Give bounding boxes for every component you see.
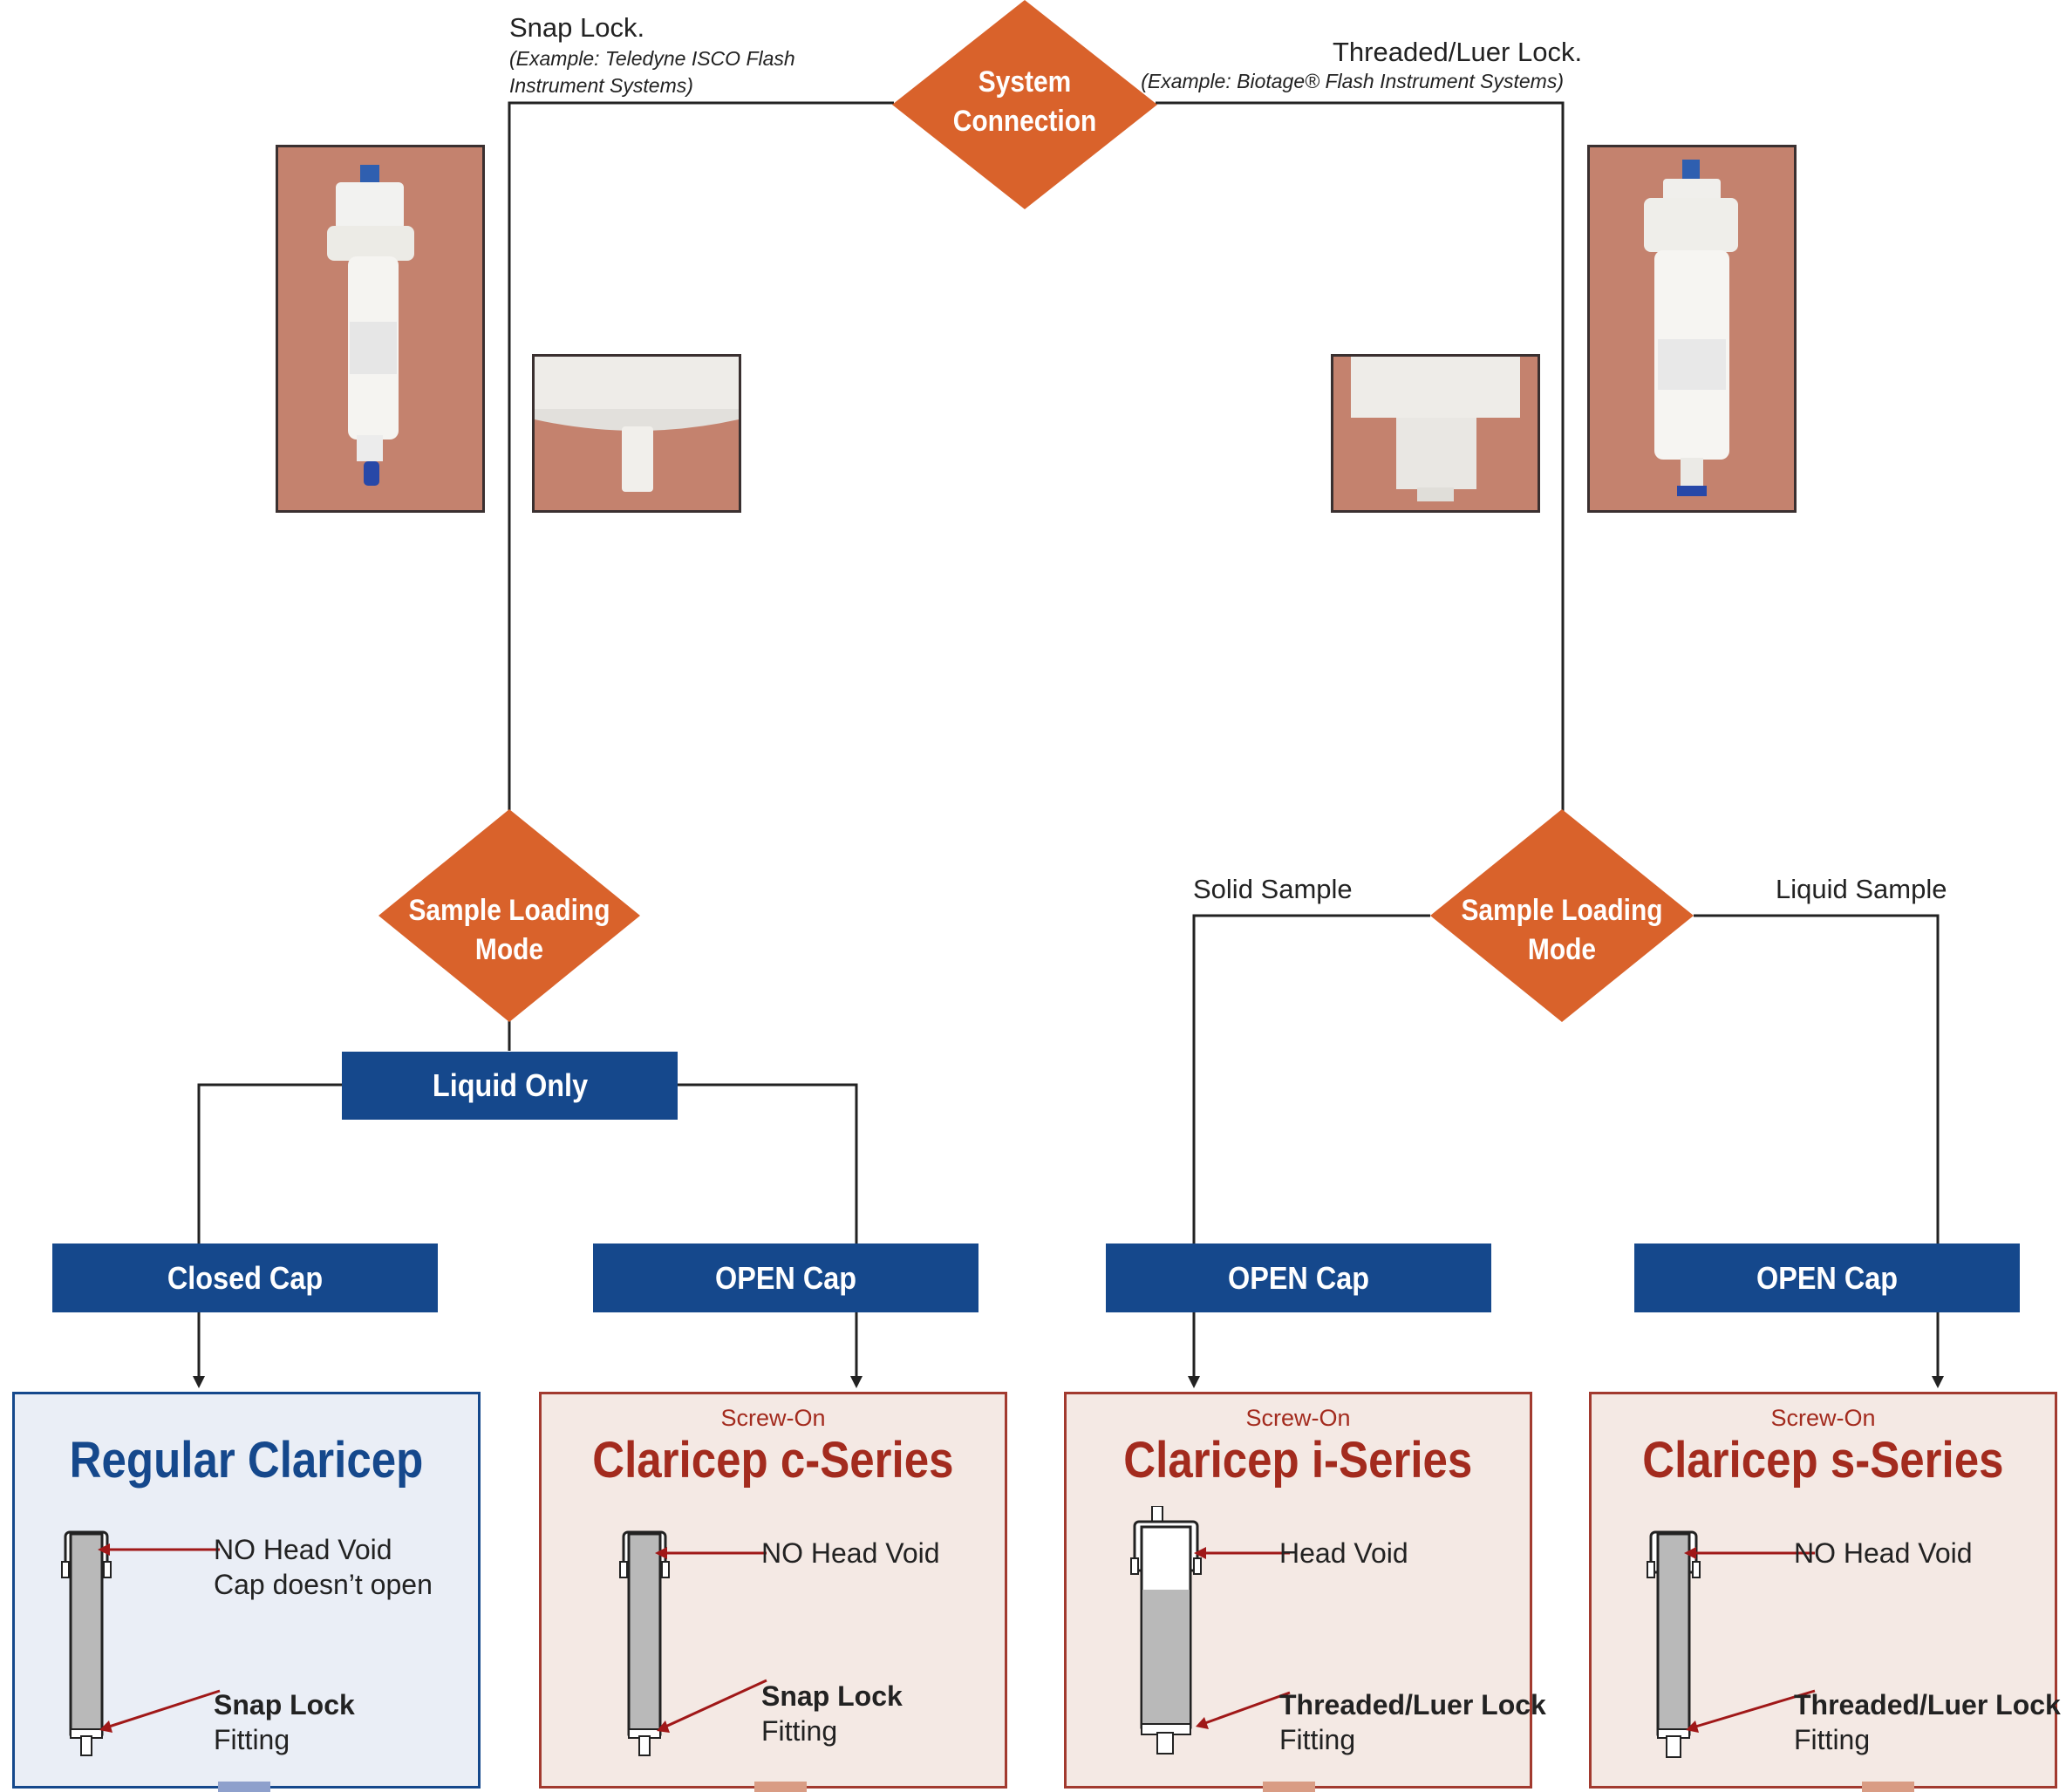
pointer-arrows	[655, 1547, 767, 1733]
liquid-only-box: Liquid Only	[342, 1052, 678, 1120]
head-void-note: NO Head Void	[761, 1537, 940, 1569]
card-title: Claricep i-Series	[1123, 1432, 1473, 1489]
cartridge-icon	[1130, 1506, 1202, 1755]
screw-on-label: Screw-On	[720, 1405, 826, 1431]
cap-label: OPEN Cap	[1756, 1259, 1899, 1296]
threaded-lock-example: (Example: Biotage® Flash Instrument Syst…	[1141, 70, 1564, 92]
card-claricep-i-series: Screw-On Claricep i-Series Head Void Thr…	[1064, 1392, 1546, 1789]
head-void-note: Head Void	[1279, 1537, 1408, 1569]
card-title: Regular Claricep	[69, 1432, 424, 1489]
card-claricep-s-series: Screw-On Claricep s-Series NO Head Void …	[1589, 1392, 2061, 1789]
open-cap-box-s: OPEN Cap	[1634, 1243, 2020, 1312]
card-tab	[754, 1782, 807, 1792]
card-claricep-c-series: Screw-On Claricep c-Series NO Head Void …	[539, 1392, 1007, 1789]
card-tab	[1862, 1782, 1914, 1792]
threaded-lock-label: Threaded/Luer Lock.	[1333, 37, 1583, 67]
card-tab	[1263, 1782, 1315, 1792]
cartridge-icon	[619, 1530, 670, 1756]
solid-sample-label: Solid Sample	[1193, 874, 1353, 904]
open-cap-box-i: OPEN Cap	[1106, 1243, 1491, 1312]
pointer-arrows	[1194, 1547, 1291, 1729]
head-void-note: NO Head Void	[1794, 1537, 1973, 1569]
left-sample-loading-diamond	[378, 809, 640, 1022]
snap-lock-example: (Example: Teledyne ISCO Flash Instrument…	[509, 47, 795, 97]
cap-label: Closed Cap	[167, 1259, 324, 1296]
pointer-arrows	[1684, 1547, 1816, 1733]
cap-label: OPEN Cap	[1227, 1259, 1370, 1296]
snap-lock-label: Snap Lock.	[509, 12, 645, 43]
card-title: Claricep s-Series	[1642, 1432, 2004, 1489]
liquid-only-label: Liquid Only	[432, 1067, 588, 1103]
system-connection-diamond	[892, 0, 1157, 209]
card-tab	[218, 1782, 270, 1792]
right-sample-loading-diamond	[1430, 809, 1694, 1022]
snap-lock-column-photo	[276, 145, 485, 513]
liquid-sample-label: Liquid Sample	[1776, 874, 1947, 904]
screw-on-label: Screw-On	[1245, 1405, 1351, 1431]
threaded-lock-tip-photo	[1331, 354, 1540, 513]
closed-cap-box: Closed Cap	[52, 1243, 438, 1312]
screw-on-label: Screw-On	[1770, 1405, 1876, 1431]
threaded-lock-column-photo	[1587, 145, 1797, 513]
cartridge-icon	[61, 1530, 112, 1756]
snap-lock-tip-photo	[532, 354, 741, 513]
pointer-arrows	[98, 1543, 221, 1733]
cartridge-icon	[1647, 1530, 1701, 1758]
card-title: Claricep c-Series	[592, 1432, 954, 1489]
open-cap-box-c: OPEN Cap	[593, 1243, 978, 1312]
cap-label: OPEN Cap	[714, 1259, 857, 1296]
